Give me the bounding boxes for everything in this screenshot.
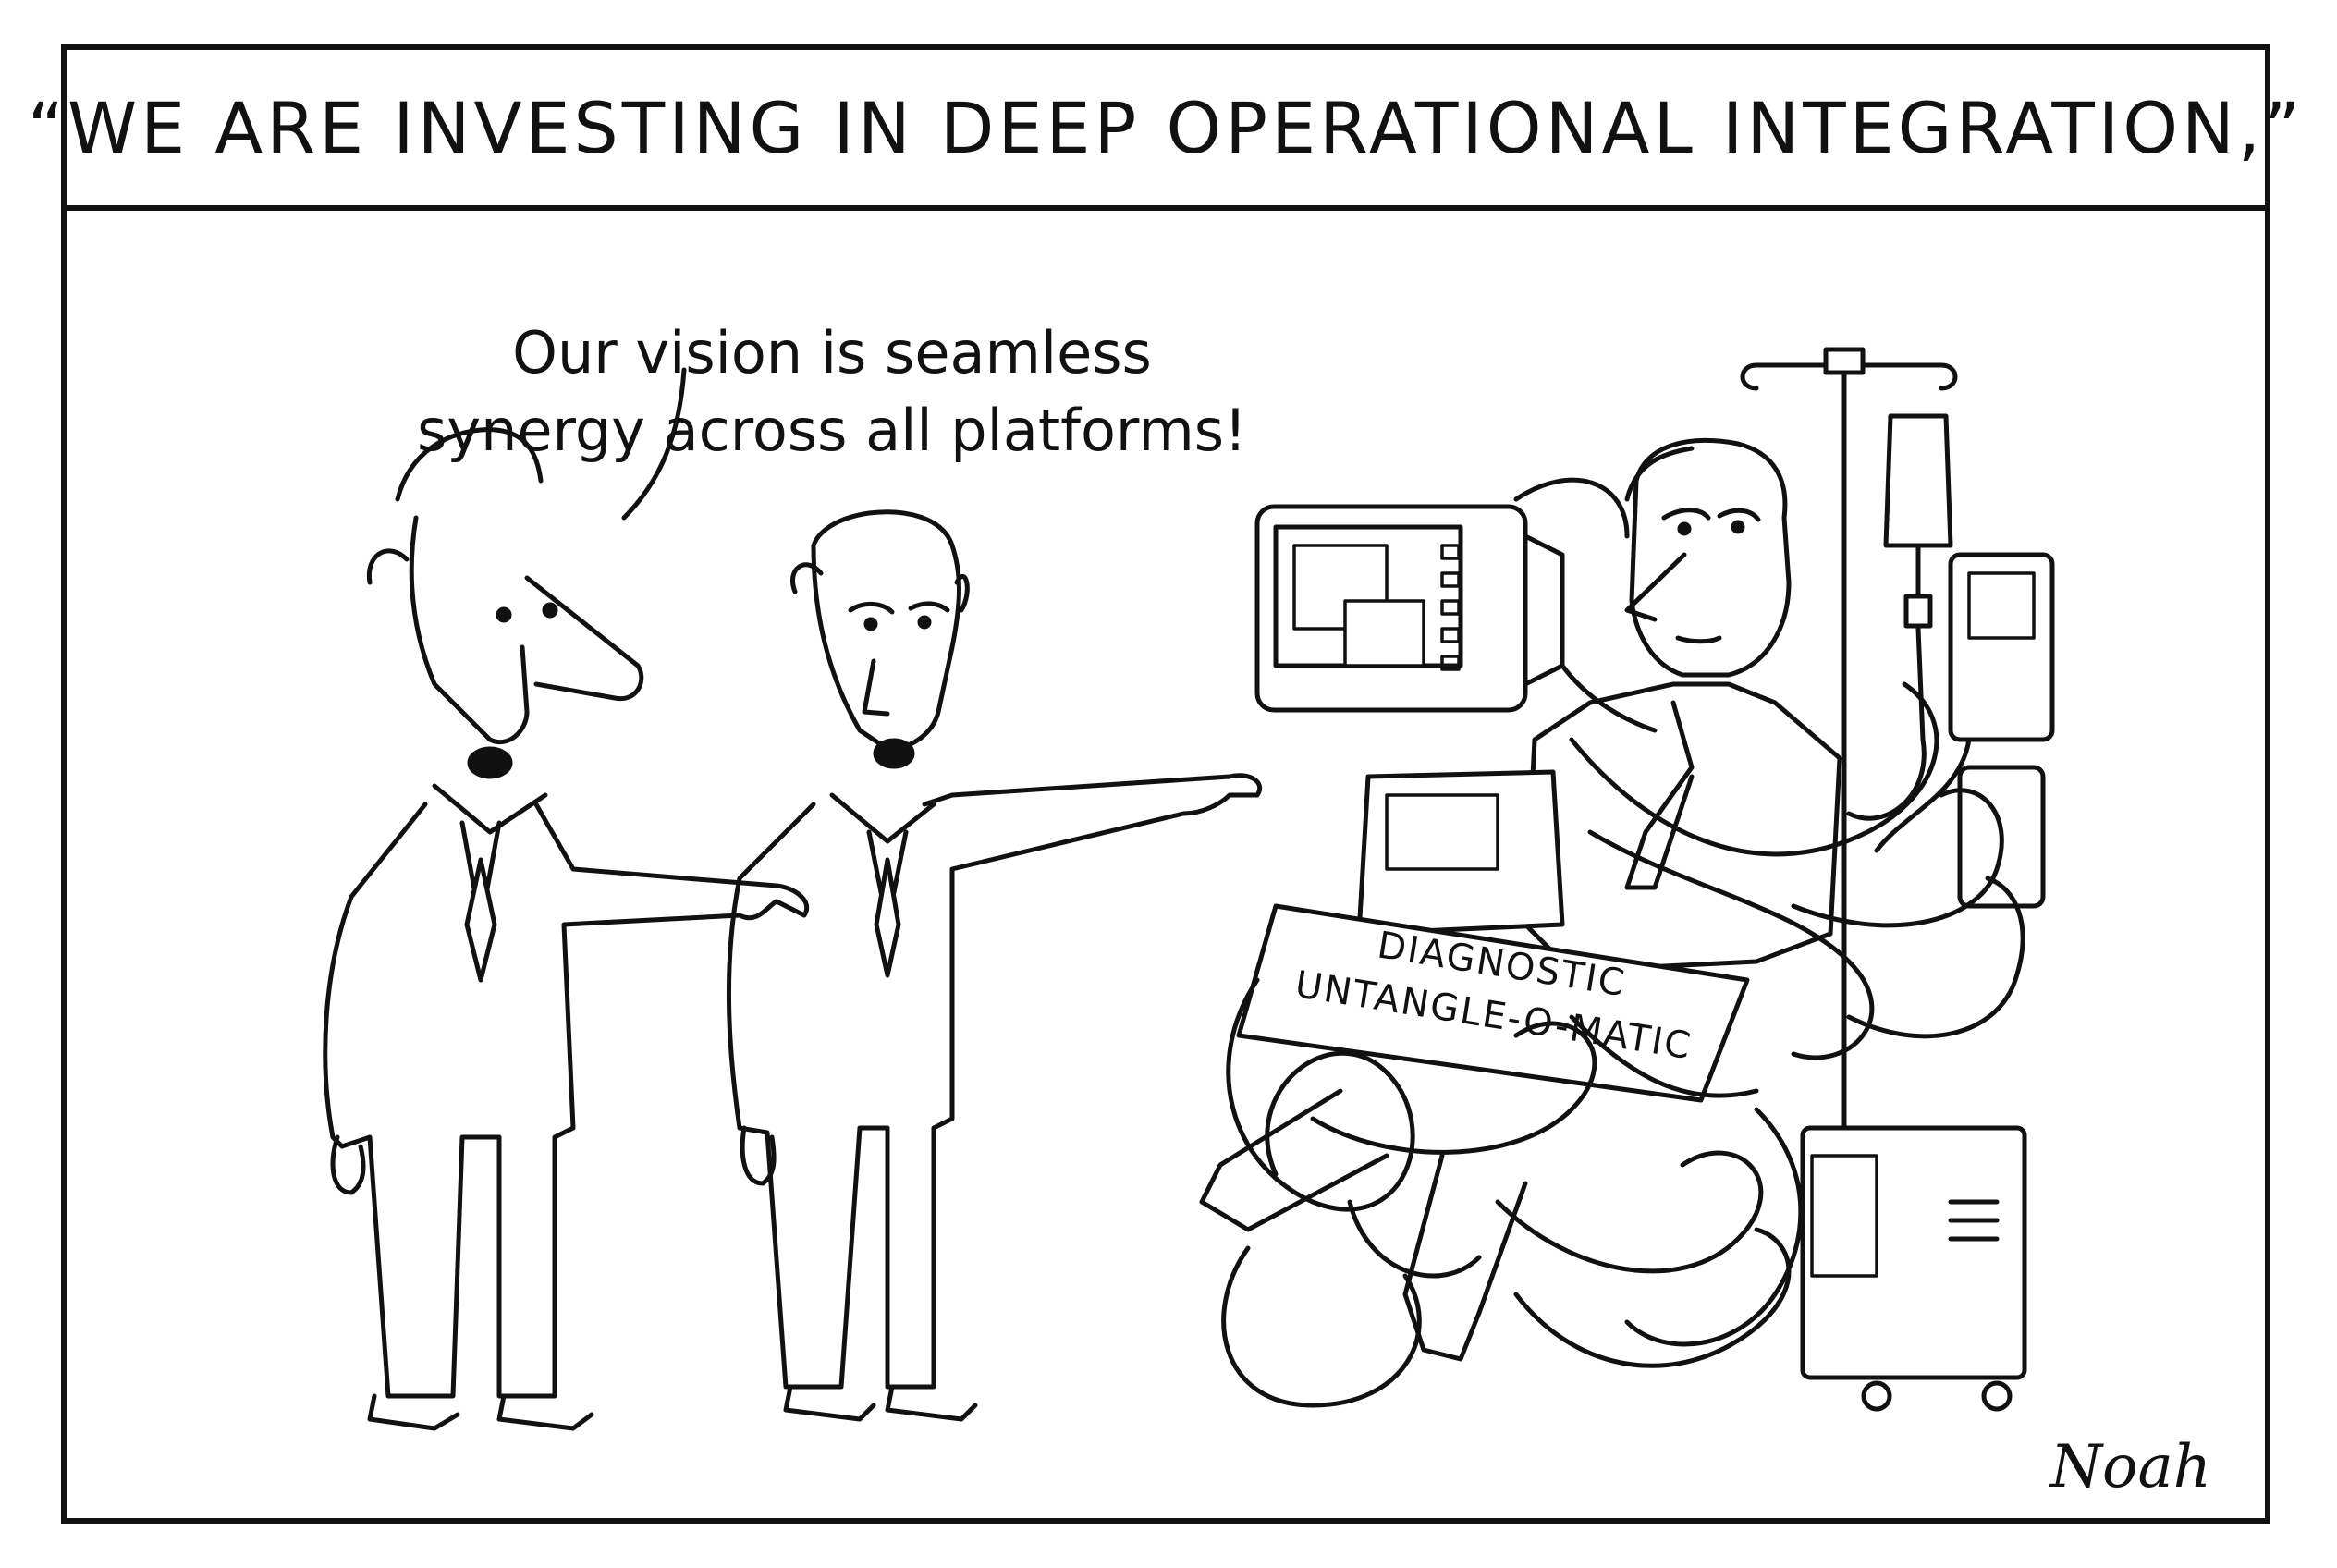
speech-line-2: synergy across all platforms!	[417, 397, 1247, 464]
patient-and-machine	[1199, 347, 2055, 1412]
speech-line-1: Our vision is seamless	[512, 319, 1152, 386]
caption-band: “WE ARE INVESTING IN DEEP OPERATIONAL IN…	[28, 50, 2300, 211]
cartoon-caption: “WE ARE INVESTING IN DEEP OPERATIONAL IN…	[27, 86, 2305, 169]
artist-signature: Noah	[2050, 1433, 2211, 1501]
cartoon-frame: “WE ARE INVESTING IN DEEP OPERATIONAL IN…	[28, 44, 2300, 1524]
middle-businessman	[726, 509, 1262, 1422]
left-businessman	[323, 427, 809, 1431]
speech-text: Our vision is seamless synergy across al…	[324, 314, 1340, 470]
speech-tail	[621, 367, 687, 521]
